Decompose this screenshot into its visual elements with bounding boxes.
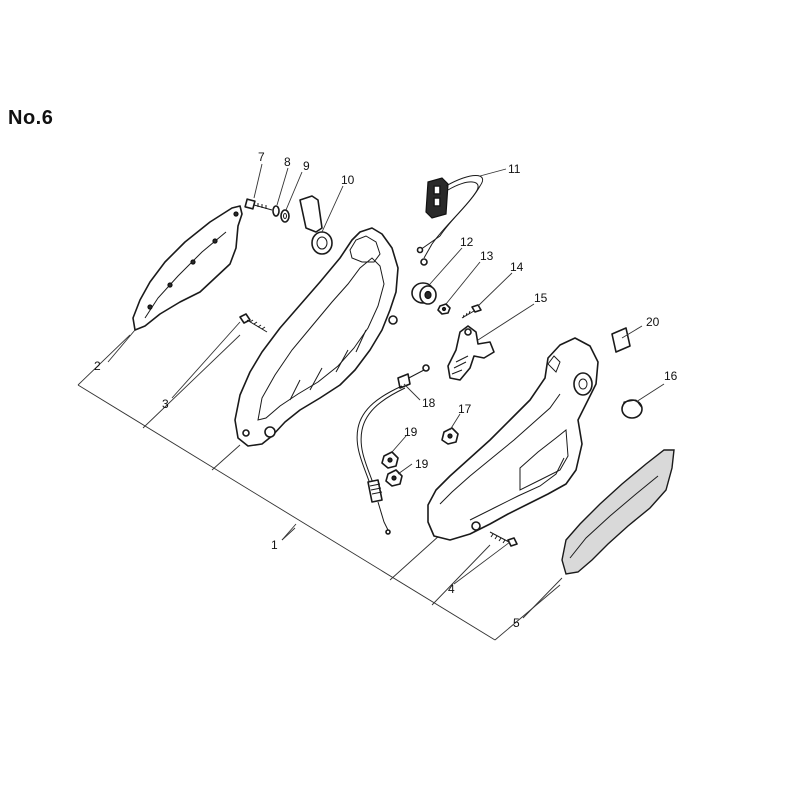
callout-14: 14 xyxy=(510,260,524,274)
part-10-lever xyxy=(299,195,333,255)
assembly-bracket-lines xyxy=(77,334,561,641)
part-17-nut xyxy=(441,427,459,445)
part-14-screw xyxy=(461,304,482,319)
part-4-screw xyxy=(489,531,518,547)
part-5-grip-cover xyxy=(561,449,675,575)
part-8-washer xyxy=(272,205,280,217)
callout-18: 18 xyxy=(422,396,436,410)
part-18-throttle-cable xyxy=(356,364,430,535)
callout-17: 17 xyxy=(458,402,472,416)
callout-5: 5 xyxy=(513,616,520,630)
callout-19-upper: 19 xyxy=(404,425,418,439)
callout-leaders xyxy=(107,163,665,619)
part-11-switch xyxy=(416,175,484,266)
callout-2: 2 xyxy=(94,359,101,373)
part-9-washer xyxy=(280,209,290,223)
callout-15: 15 xyxy=(534,291,548,305)
page-title: No.6 xyxy=(8,107,54,129)
part-3-screw xyxy=(239,313,268,333)
callout-10: 10 xyxy=(341,173,355,187)
part-4-handle-cover xyxy=(427,337,599,541)
callout-12: 12 xyxy=(460,235,474,249)
callout-4: 4 xyxy=(448,582,455,596)
callout-3: 3 xyxy=(162,397,169,411)
part-13-nut xyxy=(437,303,451,315)
callout-11: 11 xyxy=(508,162,521,176)
part-16-cap xyxy=(621,399,643,419)
part-20-label xyxy=(611,327,631,353)
callout-7: 7 xyxy=(258,150,265,164)
callout-labels: 7 8 9 10 11 12 13 14 15 20 16 17 18 19 1… xyxy=(94,150,678,630)
part-12-bushing xyxy=(411,282,437,305)
part-2-side-rail xyxy=(132,205,243,331)
callout-13: 13 xyxy=(480,249,494,263)
part-7-bolt xyxy=(244,198,273,211)
part-1-main-frame xyxy=(234,227,399,447)
part-15-trigger xyxy=(447,325,495,381)
callout-16: 16 xyxy=(664,369,678,383)
callout-1: 1 xyxy=(271,538,278,552)
part-19-nut-upper xyxy=(381,451,399,469)
callout-9: 9 xyxy=(303,159,310,173)
callout-20: 20 xyxy=(646,315,660,329)
callout-19-lower: 19 xyxy=(415,457,429,471)
callout-8: 8 xyxy=(284,155,291,169)
